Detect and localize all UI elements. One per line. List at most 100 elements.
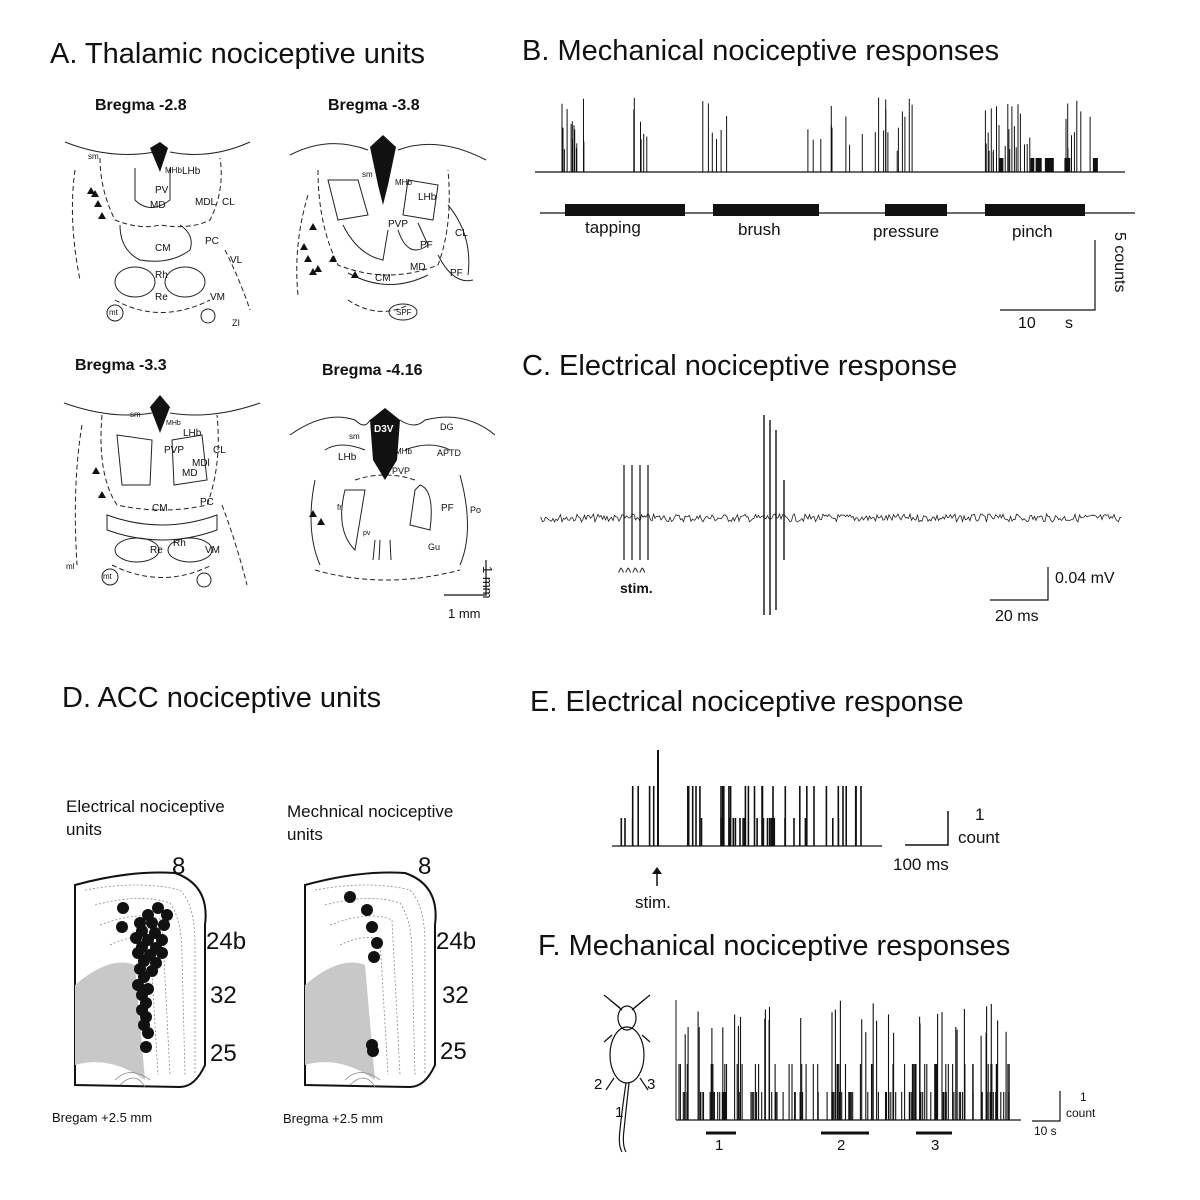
atlas-label: PF xyxy=(450,268,463,279)
atlas-label: LHb xyxy=(338,452,357,463)
atlas-label: fr xyxy=(337,503,342,512)
atlas-label: pv xyxy=(363,530,371,537)
spike-block xyxy=(999,158,1004,172)
spike-block xyxy=(1030,158,1035,172)
rat-mark-2: 2 xyxy=(594,1076,603,1093)
panel-c-title: C. Electrical nociceptive response xyxy=(522,350,958,382)
atlas-label: MD xyxy=(410,262,426,273)
atlas-label: CM xyxy=(152,503,168,514)
atlas-label: sm xyxy=(349,432,360,441)
panel-c-stim-marks: ^^^^ xyxy=(618,565,647,580)
panel-a-scalebar xyxy=(444,560,487,596)
area-label-24b-left: 24b xyxy=(206,928,247,955)
panel-d-right-caption-2: units xyxy=(287,825,323,844)
panel-d-left-caption-1: Electrical nociceptive xyxy=(66,797,225,816)
rat-mark-1: 1 xyxy=(615,1104,624,1121)
panel-b-stimulus-bars xyxy=(540,204,1135,216)
atlas-label: PVP xyxy=(392,466,411,476)
thalamus-section-4 xyxy=(289,408,496,581)
atlas-label: sm xyxy=(88,152,99,161)
atlas-label: sm xyxy=(130,410,141,419)
atlas-label: DG xyxy=(440,422,454,432)
atlas-label: VM xyxy=(205,545,220,556)
stim-label-tapping: tapping xyxy=(585,218,641,237)
spike-block xyxy=(1044,158,1049,172)
area-label-8-left: 8 xyxy=(172,853,186,880)
panel-b-scale-y: 5 counts xyxy=(1111,232,1128,293)
atlas-label: MHb xyxy=(395,447,412,456)
atlas-label: PC xyxy=(205,236,219,247)
panel-b-scalebar xyxy=(1000,240,1096,311)
atlas-label: VL xyxy=(230,255,243,266)
atlas-label: PVP xyxy=(164,445,185,456)
panel-d-right-caption-1: Mechnical nociceptive xyxy=(287,802,454,821)
unit-dot xyxy=(367,1045,379,1057)
panel-d-left-caption-2: units xyxy=(66,820,102,839)
panel-f-stimulus-marks xyxy=(706,1131,952,1135)
acc-section-electrical xyxy=(74,871,207,1089)
panel-e-title: E. Electrical nociceptive response xyxy=(530,686,964,718)
unit-dot xyxy=(161,909,173,921)
unit-dot xyxy=(156,947,168,959)
unit-dot xyxy=(146,917,158,929)
atlas-label: PC xyxy=(200,497,214,508)
panel-f-scalebar xyxy=(1032,1091,1061,1122)
panel-e-stim-label: stim. xyxy=(635,893,671,912)
atlas-label: SPF xyxy=(396,308,412,317)
area-label-25-left: 25 xyxy=(210,1040,237,1067)
atlas-label: MHb xyxy=(165,166,182,175)
noise-trace xyxy=(539,512,1122,524)
panel-e-scalebar xyxy=(905,811,949,846)
atlas-label: LHb xyxy=(418,192,437,203)
stim-label-brush: brush xyxy=(738,220,781,239)
thalamus-section-2 xyxy=(289,135,487,321)
panel-c-scale-v: 0.04 mV xyxy=(1055,570,1115,587)
atlas-label: CL xyxy=(213,445,226,456)
panel-e-scale-y-2: count xyxy=(958,828,1000,847)
area-label-32-left: 32 xyxy=(210,982,237,1009)
atlas-label: PF xyxy=(441,503,454,514)
atlas-label: Re xyxy=(150,545,163,556)
atlas-label: PV xyxy=(155,185,169,196)
atlas-label: mt xyxy=(109,308,118,317)
unit-dot xyxy=(130,932,142,944)
atlas-label: Rh xyxy=(155,270,168,281)
unit-dot xyxy=(361,904,373,916)
panel-a-scale-v: 1 mm xyxy=(480,566,495,599)
panel-f-mark-2: 2 xyxy=(837,1137,846,1154)
panel-a-scale-h: 1 mm xyxy=(448,606,481,621)
panel-d-title: D. ACC nociceptive units xyxy=(62,682,382,714)
section-label-4: Bregma -4.16 xyxy=(322,362,423,379)
atlas-label: CM xyxy=(375,273,391,284)
panel-b-scale-x-value: 10 xyxy=(1018,315,1036,332)
panel-f-scale-x: 10 s xyxy=(1034,1124,1057,1138)
atlas-label: ml xyxy=(66,562,75,571)
unit-dot xyxy=(132,979,144,991)
atlas-label: ZI xyxy=(232,318,240,328)
rat-diagram-icon xyxy=(603,994,651,1153)
spike-block xyxy=(1093,158,1098,172)
panel-f-scale-y-2: count xyxy=(1066,1106,1096,1120)
spike-block xyxy=(1048,158,1053,172)
thalamus-section-1 xyxy=(64,141,251,324)
unit-dot xyxy=(158,919,170,931)
atlas-label: CM xyxy=(155,243,171,254)
unit-dot xyxy=(142,1027,154,1039)
area-label-24b-right: 24b xyxy=(436,928,477,955)
acc-section-mechanical xyxy=(304,871,437,1089)
panel-c-scalebar xyxy=(990,567,1049,601)
unit-dot xyxy=(140,1041,152,1053)
panel-b-title: B. Mechanical nociceptive responses xyxy=(522,35,1000,67)
atlas-label: Rh xyxy=(173,538,186,549)
panel-f-spike-histogram xyxy=(675,1000,1021,1121)
panel-b-scale-x-unit: s xyxy=(1065,315,1073,332)
atlas-label: CL xyxy=(222,197,235,208)
area-label-32-right: 32 xyxy=(442,982,469,1009)
atlas-label: VM xyxy=(210,292,225,303)
panel-c-stim-label: stim. xyxy=(620,580,653,596)
atlas-label: Re xyxy=(155,292,168,303)
unit-dot xyxy=(366,921,378,933)
unit-dot xyxy=(344,891,356,903)
rat-mark-3: 3 xyxy=(647,1076,656,1093)
atlas-label: PF xyxy=(420,240,433,251)
